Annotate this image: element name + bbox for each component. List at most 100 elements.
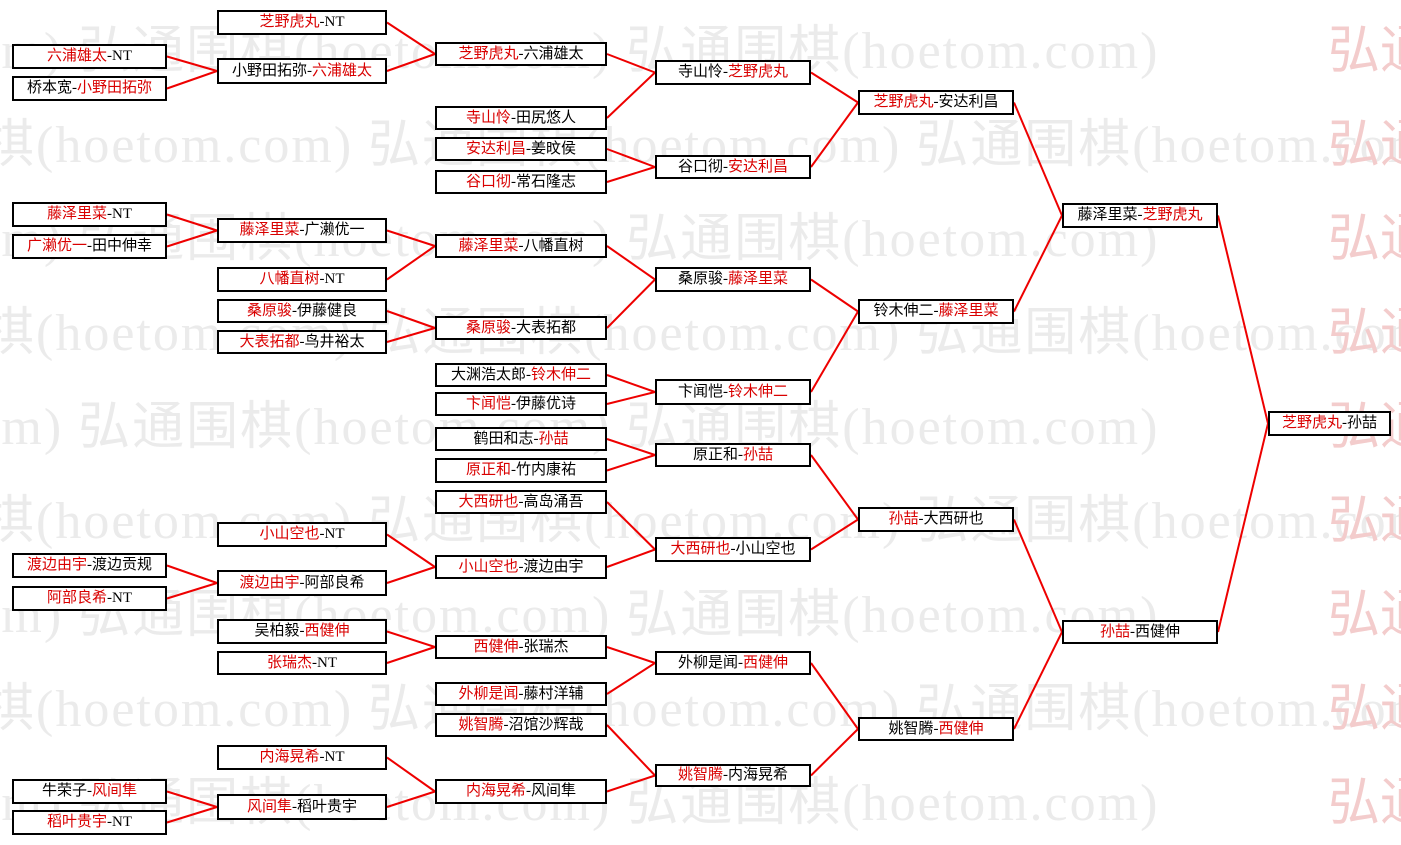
loser-name: -	[1342, 415, 1347, 431]
winner-name: 孙喆	[888, 511, 919, 527]
winner-name: 小山空也	[259, 526, 320, 542]
winner-name: 内海晃希	[259, 749, 320, 765]
winner-name: 藤泽里菜	[458, 237, 519, 254]
loser-name: NT	[112, 206, 132, 222]
loser-name: -	[526, 783, 531, 799]
connector-line	[606, 53, 656, 74]
winner-name: 西健伸	[473, 638, 519, 655]
loser-name: NT	[112, 814, 132, 830]
match-box-b3: 藤泽里菜-广濑优一	[217, 218, 387, 243]
connector-line	[606, 71, 656, 119]
loser-name: -	[319, 271, 325, 287]
loser-name: NT	[324, 271, 345, 287]
winner-name: 渡边由宇	[239, 574, 300, 591]
connector-line	[386, 245, 436, 281]
match-box-b11: 内海晃希-NT	[217, 745, 387, 770]
loser-name: 广濑优一	[304, 222, 365, 238]
loser-name: -	[511, 109, 516, 126]
winner-name: 八幡直树	[259, 271, 320, 287]
loser-name: -	[723, 383, 728, 400]
loser-name: 大西研也	[923, 511, 984, 527]
match-box-d3: 桑原骏-藤泽里菜	[655, 267, 811, 292]
loser-name: 六浦雄太	[523, 45, 584, 62]
loser-name: 铃木伸二	[873, 303, 934, 319]
connector-line	[1013, 215, 1063, 312]
watermark-row: 弘通围棋(hoetom.com) 弘通围棋(hoetom.com) 弘通围棋(h…	[0, 587, 1160, 644]
winner-name: 芝野虎丸	[1281, 415, 1342, 431]
loser-name: NT	[112, 48, 132, 64]
connector-line	[1013, 631, 1063, 730]
loser-name: 姜旼侯	[531, 140, 577, 157]
loser-name: 西健伸	[1135, 623, 1181, 640]
winner-name: 卞闻恺	[465, 395, 511, 412]
winner-name: 藤泽里菜	[239, 222, 300, 238]
winner-name: 桑原骏	[246, 302, 292, 319]
connector-line	[386, 53, 436, 72]
winner-name: 小野田拓弥	[77, 80, 153, 96]
loser-name: -	[511, 462, 516, 478]
loser-name: -	[533, 430, 539, 447]
match-box-b10: 张瑞杰-NT	[217, 651, 387, 675]
loser-name: NT	[317, 654, 337, 671]
match-box-f1: 藤泽里菜-芝野虎丸	[1062, 203, 1218, 228]
connector-line	[810, 454, 859, 521]
connector-line	[386, 310, 436, 329]
connector-line	[166, 229, 218, 248]
match-box-g1: 芝野虎丸-孙喆	[1268, 411, 1391, 436]
match-box-c2: 寺山怜-田尻悠人	[435, 106, 607, 130]
match-box-b8: 渡边由宇-阿部良希	[217, 570, 387, 596]
match-box-d7: 外柳是闻-西健伸	[655, 651, 811, 675]
loser-name: -	[730, 541, 736, 557]
match-box-c15: 姚智腾-沼馆沙辉哉	[435, 713, 607, 737]
winner-name: 铃木伸二	[728, 383, 789, 400]
loser-name: 大渊浩太郎	[450, 366, 526, 383]
connector-line	[166, 790, 218, 808]
connector-line	[606, 438, 656, 456]
match-box-a1: 六浦雄太-NT	[12, 44, 167, 69]
connector-line	[606, 548, 656, 568]
loser-name: NT	[112, 590, 132, 606]
match-box-d5: 原正和-孙喆	[655, 443, 811, 467]
loser-name: -	[518, 558, 524, 575]
connector-line	[810, 310, 859, 393]
winner-name: 大西研也	[670, 541, 731, 557]
loser-name: -	[299, 333, 305, 350]
loser-name: -	[918, 511, 924, 527]
connector-line	[386, 756, 436, 793]
winner-name: 安达利昌	[465, 140, 526, 157]
loser-name: -	[319, 749, 325, 765]
loser-name: -	[319, 14, 325, 30]
loser-name: 田中伸幸	[92, 238, 153, 254]
loser-name: -	[107, 48, 112, 64]
connector-line	[606, 148, 656, 168]
loser-name: -	[518, 45, 524, 62]
loser-name: -	[518, 493, 524, 510]
match-box-c13: 西健伸-张瑞杰	[435, 635, 607, 659]
watermark-edge-fragment: 弘通	[1328, 681, 1401, 738]
connector-line	[810, 518, 859, 551]
loser-name: 桥本宽	[26, 80, 72, 96]
connector-line	[386, 533, 436, 568]
connector-line	[606, 166, 656, 183]
connector-line	[810, 662, 859, 730]
loser-name: -	[511, 319, 516, 336]
loser-name: 高岛涌吾	[523, 493, 584, 510]
watermark-edge-fragment: 弘通	[1328, 493, 1401, 550]
connector-line	[386, 229, 436, 247]
loser-name: -	[518, 685, 524, 702]
winner-name: 藤泽里菜	[938, 303, 999, 319]
connector-line	[166, 70, 218, 90]
winner-name: 六浦雄太	[312, 62, 373, 79]
match-box-b9: 吴柏毅-西健伸	[217, 619, 387, 644]
connector-line	[606, 646, 656, 664]
connector-line	[606, 724, 656, 777]
loser-name: 鸟井裕太	[304, 333, 365, 350]
watermark-edge-fragment: 弘通	[1328, 587, 1401, 644]
connector-line	[386, 327, 436, 343]
loser-name: -	[107, 206, 112, 222]
connector-line	[166, 564, 218, 584]
connector-line	[386, 646, 436, 664]
watermark-edge-fragment: 弘通	[1328, 775, 1401, 832]
watermark-edge-fragment: 弘通	[1328, 305, 1401, 362]
